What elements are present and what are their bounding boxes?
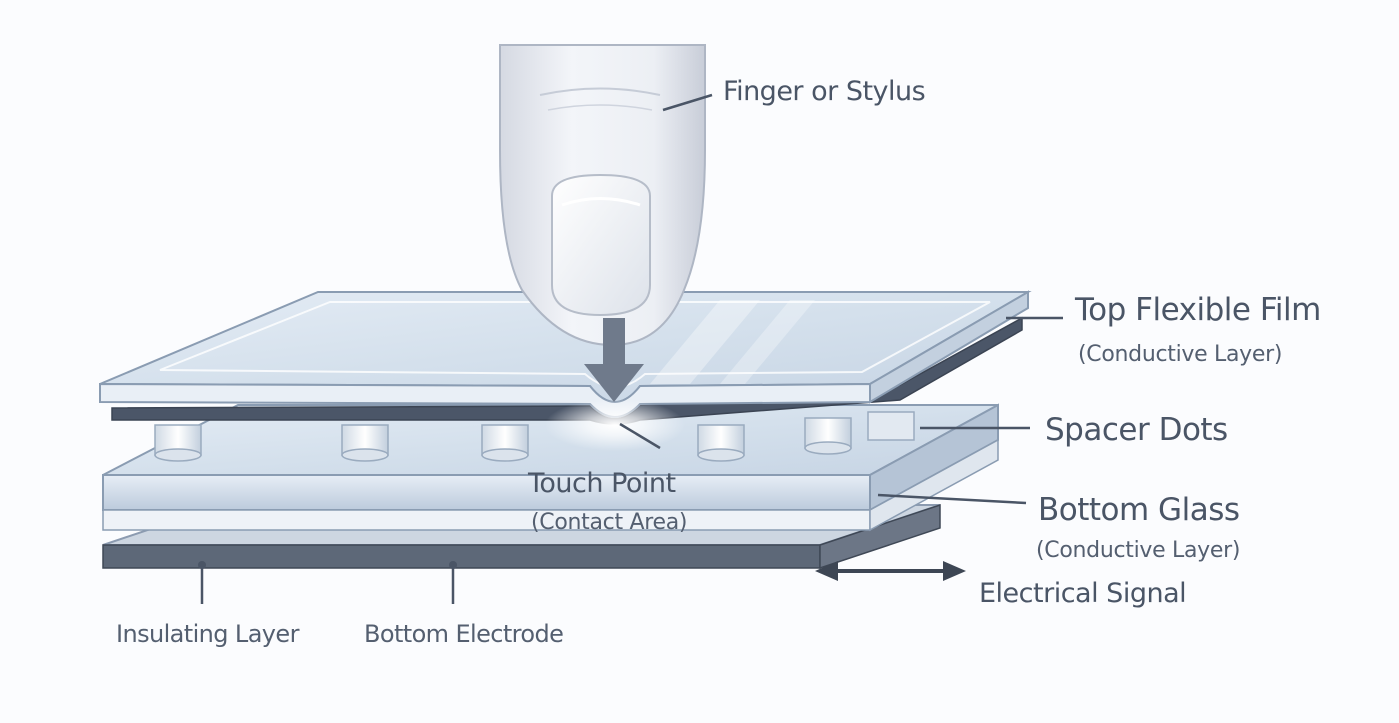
label-touch-point-sub: (Contact Area) — [531, 510, 688, 535]
label-bottom-glass: Bottom Glass — [1038, 492, 1240, 528]
leader-finger — [662, 93, 713, 112]
bottom-glass-layer — [102, 403, 999, 532]
label-top-film: Top Flexible Film — [1075, 292, 1321, 328]
top-flexible-film — [99, 290, 1032, 425]
label-insulating: Insulating Layer — [116, 620, 299, 648]
leader-bottom-glass — [877, 493, 1027, 505]
label-spacer: Spacer Dots — [1045, 412, 1228, 448]
spacer-dot — [341, 424, 389, 462]
spacer-dot — [697, 424, 745, 462]
spacer-dot — [154, 424, 202, 462]
label-top-film-sub: (Conductive Layer) — [1078, 342, 1283, 367]
label-signal: Electrical Signal — [979, 578, 1187, 609]
press-arrow-icon — [584, 318, 644, 402]
label-bottom-glass-sub: (Conductive Layer) — [1036, 538, 1241, 563]
signal-double-arrow-icon — [815, 561, 966, 581]
touch-glow — [545, 399, 685, 451]
label-touch-point: Touch Point — [528, 468, 676, 499]
finger-icon — [499, 44, 706, 347]
leader-lines — [200, 93, 1063, 604]
label-finger: Finger or Stylus — [723, 76, 926, 107]
label-electrode: Bottom Electrode — [364, 620, 564, 648]
leader-touch — [619, 422, 661, 450]
spacer-dots — [154, 411, 915, 462]
spacer-dot — [481, 424, 529, 462]
spacer-dot — [804, 417, 852, 455]
